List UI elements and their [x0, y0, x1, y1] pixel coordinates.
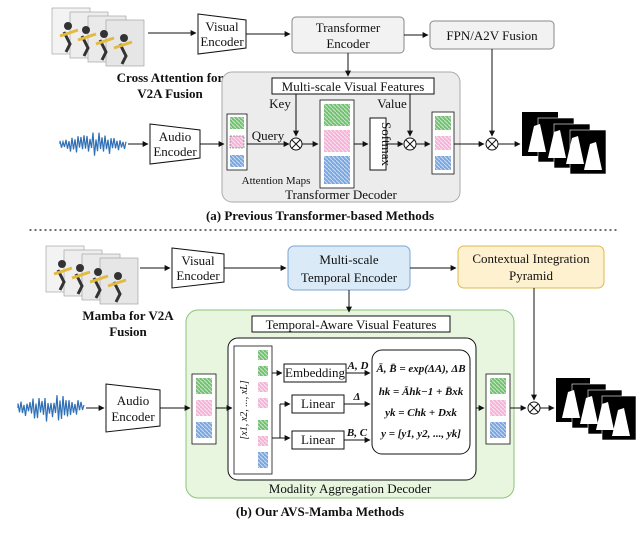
visual-encoder-top: Visual Encoder — [197, 13, 247, 55]
equation-output: yk = Chk + Dxk — [383, 407, 457, 419]
svg-text:Linear: Linear — [301, 396, 336, 411]
linear-block-1: Linear — [291, 394, 345, 414]
value-label: Value — [377, 96, 407, 111]
modality-aggregation-decoder-label: Modality Aggregation Decoder — [269, 481, 432, 496]
svg-text:Transformer: Transformer — [316, 20, 381, 35]
svg-text:Encoder: Encoder — [200, 34, 244, 49]
svg-text:Multi-scale: Multi-scale — [319, 252, 378, 267]
query-label: Query — [252, 128, 285, 143]
ad-label: A, D — [347, 360, 369, 372]
visual-encoder-bottom: Visual Encoder — [171, 247, 225, 289]
fpn-a2v-fusion: FPN/A2V Fusion — [429, 20, 555, 50]
cross-attention-caption-2: V2A Fusion — [137, 86, 203, 101]
equation-discretize: Ā, B̄ = exp(ΔA), ΔB — [375, 363, 465, 375]
audio-encoder-bottom: Audio Encoder — [105, 383, 161, 433]
linear-block-2: Linear — [291, 430, 345, 450]
contextual-integration-pyramid: Contextual Integration Pyramid — [457, 245, 605, 289]
svg-text:Contextual Integration: Contextual Integration — [472, 251, 590, 266]
cross-attention-caption-1: Cross Attention for — [117, 70, 224, 85]
svg-text:Linear: Linear — [301, 432, 336, 447]
caption-b: (b) Our AVS-Mamba Methods — [236, 504, 404, 519]
input-sequence: [x1, x2, ..., xL] — [233, 345, 273, 475]
svg-text:Embedding: Embedding — [285, 365, 345, 380]
audio-waveform-bottom — [17, 395, 85, 422]
multiply-op-3 — [485, 137, 499, 151]
multiply-op-1 — [289, 137, 303, 151]
svg-text:Encoder: Encoder — [153, 144, 197, 159]
svg-text:Encoder: Encoder — [111, 409, 155, 424]
svg-text:Visual: Visual — [181, 253, 215, 268]
attention-maps-label: Attention Maps — [242, 175, 311, 187]
segmentation-masks-top — [522, 112, 607, 175]
bc-label: B, C — [346, 427, 368, 439]
equation-hidden-state: hk = Āhk−1 + B̄xk — [379, 386, 464, 398]
embedding-block: Embedding — [283, 363, 347, 383]
attention-maps-column — [319, 99, 355, 189]
segmentation-masks-bottom — [556, 378, 637, 441]
svg-text:Temporal Encoder: Temporal Encoder — [301, 270, 398, 285]
svg-text:Temporal-Aware Visual Features: Temporal-Aware Visual Features — [266, 317, 437, 332]
svg-text:Audio: Audio — [117, 393, 150, 408]
multiply-op-4 — [527, 401, 541, 415]
svg-text:[x1, x2, ..., xL]: [x1, x2, ..., xL] — [239, 380, 250, 439]
svg-text:Encoder: Encoder — [176, 268, 220, 283]
multiscale-visual-features: Multi-scale Visual Features — [271, 77, 435, 95]
audio-encoder-top: Audio Encoder — [149, 123, 201, 165]
output-tokens-bottom — [485, 373, 511, 445]
multiply-op-2 — [403, 137, 417, 151]
audio-waveform-top — [59, 132, 127, 156]
temporal-aware-visual-features: Temporal-Aware Visual Features — [251, 315, 451, 333]
mamba-caption-2: Fusion — [109, 324, 147, 339]
svg-text:Pyramid: Pyramid — [509, 268, 554, 283]
video-frames-bottom — [45, 245, 139, 305]
audio-query-tokens — [191, 373, 217, 445]
mamba-caption-1: Mamba for V2A — [82, 308, 174, 323]
svg-text:Encoder: Encoder — [326, 36, 370, 51]
svg-text:Multi-scale Visual Features: Multi-scale Visual Features — [282, 79, 425, 94]
caption-a: (a) Previous Transformer-based Methods — [206, 208, 434, 223]
svg-text:FPN/A2V Fusion: FPN/A2V Fusion — [446, 28, 538, 43]
video-frames-top — [51, 7, 145, 67]
ssm-equations-box — [371, 349, 471, 455]
delta-label: Δ — [353, 391, 361, 403]
output-tokens-top — [431, 111, 455, 175]
transformer-encoder: Transformer Encoder — [291, 16, 405, 54]
transformer-decoder-label: Transformer Decoder — [285, 187, 397, 202]
svg-text:Visual: Visual — [205, 19, 239, 34]
key-label: Key — [269, 96, 291, 111]
equation-sequence: y = [y1, y2, ..., yk] — [379, 428, 461, 440]
multiscale-temporal-encoder: Multi-scale Temporal Encoder — [287, 245, 411, 291]
svg-text:Audio: Audio — [159, 129, 192, 144]
query-tokens — [226, 113, 248, 171]
